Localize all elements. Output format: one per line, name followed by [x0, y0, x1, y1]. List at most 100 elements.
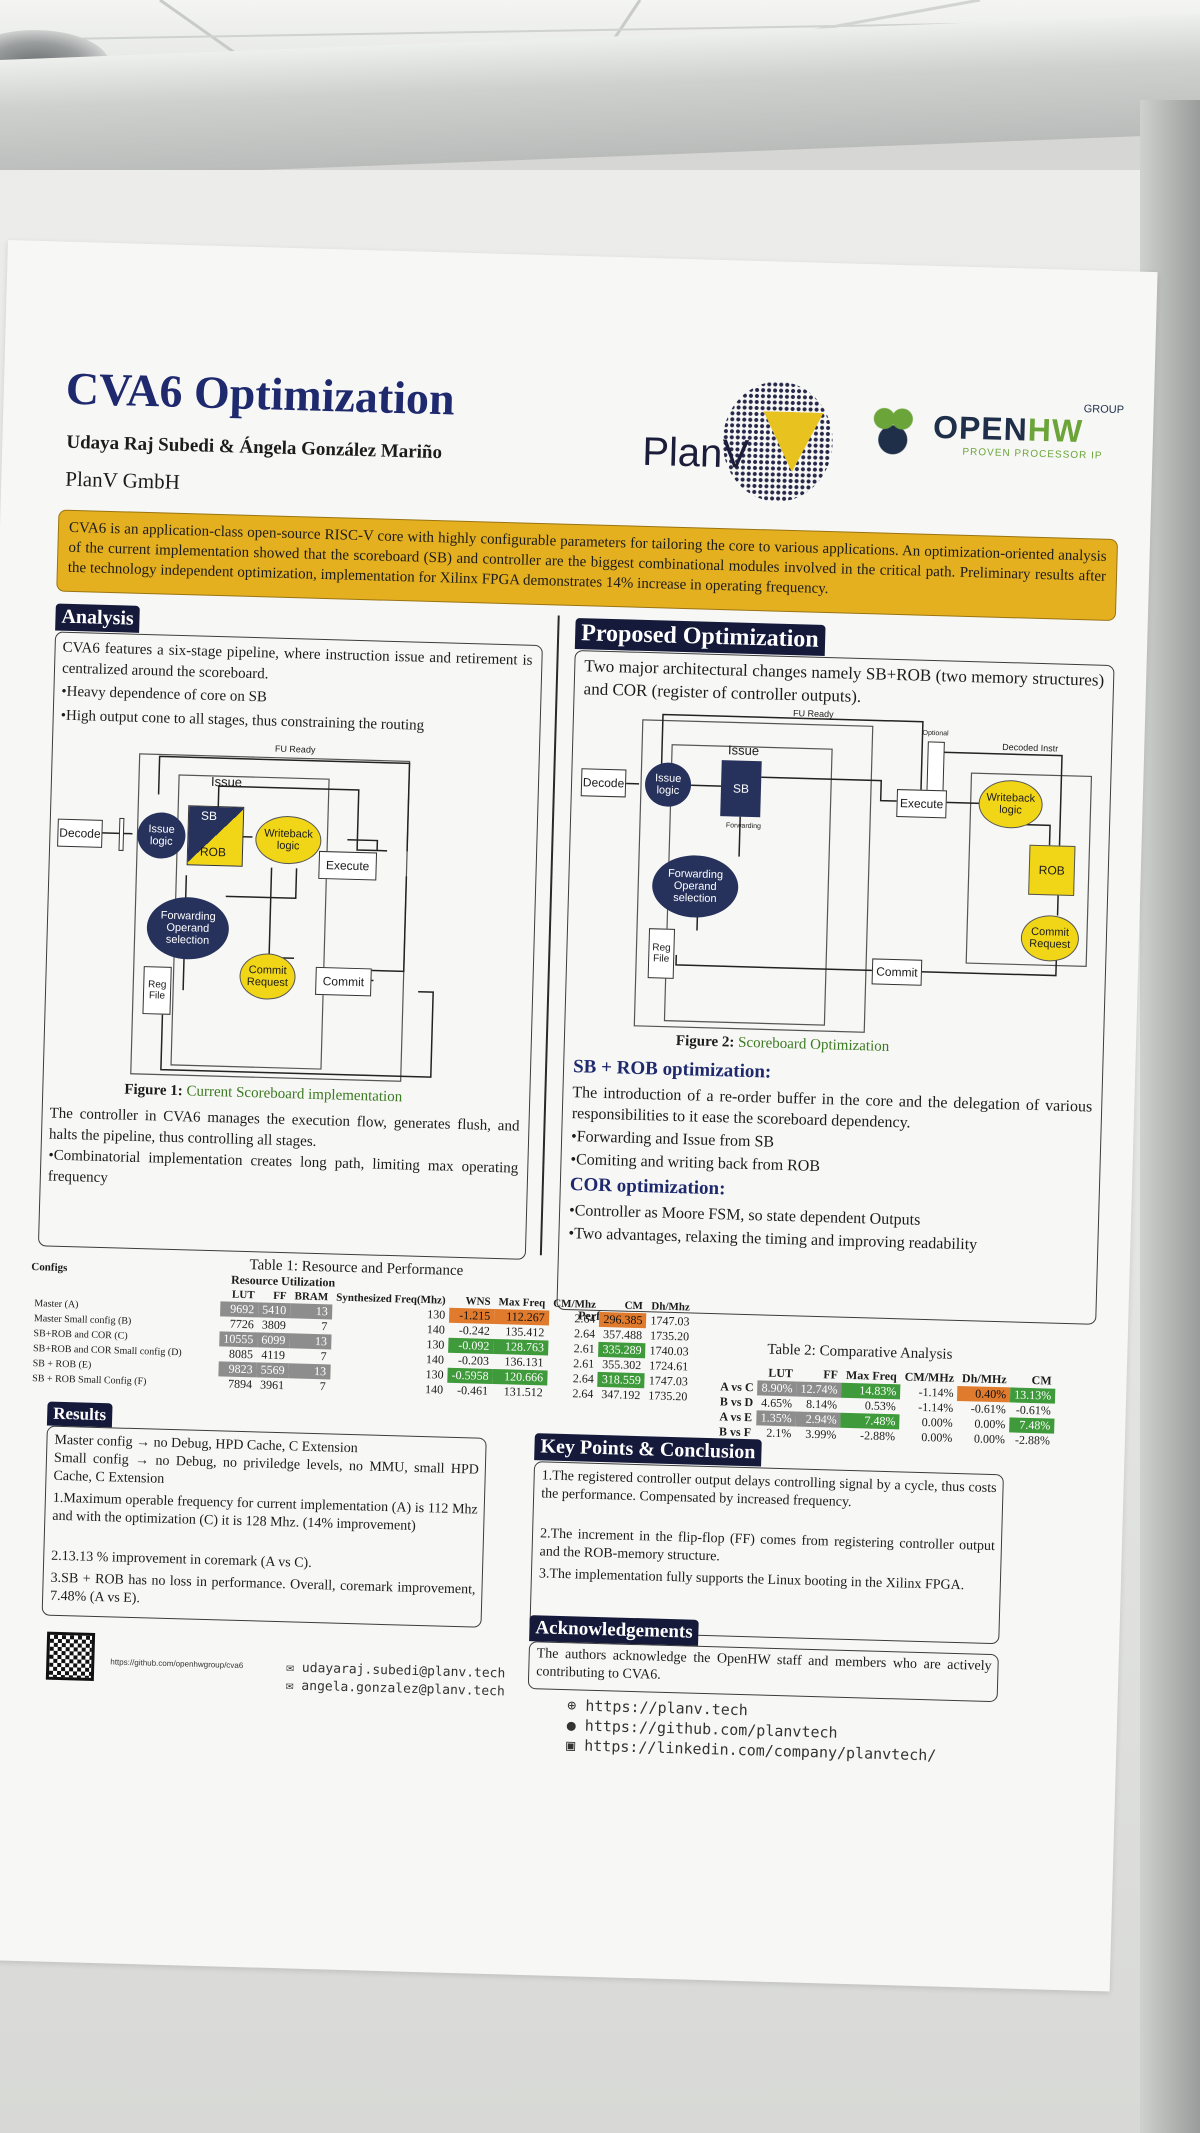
table-cell: 4.65% — [760, 1395, 793, 1411]
table-cell: 5410 — [258, 1302, 291, 1319]
table-cell: 5569 — [256, 1362, 289, 1379]
table-cell: 357.488 — [602, 1327, 643, 1343]
openhw-logo-word: OPENHW — [932, 408, 1084, 450]
openhw-logo-mark — [862, 396, 924, 459]
abstract-text: CVA6 is an application-class open-source… — [67, 519, 1107, 598]
table-cell: 6099 — [257, 1332, 290, 1349]
table-cell: 0.00% — [974, 1416, 1006, 1432]
repo-link[interactable]: https://github.com/openhwgroup/cva6 — [110, 1657, 244, 1671]
fig2-issue-label: Issue — [727, 742, 760, 759]
table-cell: -1.14% — [918, 1384, 954, 1400]
analysis-heading: Analysis — [55, 603, 141, 633]
table-cell: 335.289 — [598, 1341, 646, 1359]
table-cell: -0.242 — [458, 1323, 491, 1338]
table-cell: 0.53% — [864, 1398, 897, 1414]
poster: CVA6 Optimization Udaya Raj Subedi & Áng… — [0, 240, 1158, 1992]
table-cell: 2.61 — [573, 1356, 595, 1371]
table-cell: -0.461 — [456, 1382, 489, 1398]
table-cell: 120.666 — [492, 1368, 548, 1386]
table-cell: 2.64 — [574, 1311, 596, 1326]
table-cell: 7726 — [229, 1316, 255, 1332]
figure-1-wires — [102, 753, 434, 1082]
github-icon: ● — [566, 1716, 586, 1735]
table-cell: 0.00% — [973, 1431, 1006, 1447]
fig2-rob: ROB — [1028, 844, 1076, 897]
mail-icon: ✉ — [285, 1678, 302, 1694]
table-cell: 7894 — [227, 1376, 253, 1392]
table-cell: 8.90% — [757, 1380, 797, 1397]
table-cell: 2.61 — [573, 1341, 595, 1356]
table-cell: 3.99% — [805, 1426, 837, 1442]
table-cell: -1.215 — [449, 1307, 495, 1324]
figure-1: FU Ready Issue Decode Issue logic SB ROB… — [51, 732, 531, 1095]
planv-logo: PlanV — [641, 378, 835, 504]
fig2-decoded-instr: Decoded Instr — [1002, 741, 1059, 754]
table-cell: 135.412 — [505, 1324, 545, 1340]
table-cell: 1735.20 — [649, 1328, 690, 1344]
table-cell: 3809 — [261, 1317, 287, 1333]
table-cell: 13.13% — [1010, 1387, 1056, 1404]
table-1-header: FF — [273, 1289, 287, 1302]
linkedin-link[interactable]: ▣ https://linkedin.com/company/planvtech… — [565, 1736, 937, 1765]
table-cell: -0.092 — [448, 1337, 494, 1354]
table-1-header: WNS — [465, 1294, 491, 1308]
table-cell: 9823 — [218, 1361, 257, 1378]
fig2-reg-file: Reg File — [647, 928, 676, 979]
table-cell: 0.00% — [921, 1429, 953, 1445]
table-cell: 9692 — [220, 1301, 259, 1318]
fig2-execute: Execute — [896, 789, 947, 819]
table-cell: 1724.61 — [649, 1358, 689, 1374]
table-cell: -0.203 — [457, 1353, 490, 1368]
table-1-header: BRAM — [294, 1289, 329, 1303]
table-cell: 1735.20 — [648, 1388, 688, 1404]
globe-icon: ⊕ — [567, 1696, 586, 1715]
poster-title: CVA6 Optimization — [65, 362, 456, 425]
fig1-execute: Execute — [318, 850, 378, 881]
table-cell: 318.559 — [597, 1371, 646, 1389]
table-cell: -1.14% — [918, 1399, 954, 1415]
fig1-sb: SB — [200, 808, 218, 824]
table-cell: 1740.03 — [649, 1343, 689, 1359]
abstract-box: CVA6 is an application-class open-source… — [56, 509, 1119, 622]
table-cell: 7 — [319, 1379, 326, 1394]
web-link[interactable]: ⊕ https://planv.tech — [567, 1696, 749, 1720]
column-divider — [539, 615, 560, 1256]
row-label: A vs C — [720, 1379, 754, 1395]
table-cell: 0.40% — [957, 1385, 1011, 1403]
fig1-commit: Commit — [315, 966, 372, 997]
fig2-commit: Commit — [871, 958, 923, 986]
table-cell: 0.00% — [921, 1414, 953, 1430]
table-1-header: Max Freq — [498, 1295, 546, 1309]
table-cell: 7 — [320, 1349, 327, 1364]
table-cell: -0.61% — [970, 1401, 1007, 1417]
fig1-reg-file: Reg File — [142, 966, 172, 1015]
fig2-fu-ready: FU Ready — [792, 708, 834, 720]
table-cell: 13 — [288, 1363, 331, 1380]
table-cell: 112.267 — [494, 1308, 549, 1326]
table-cell: 128.763 — [493, 1338, 549, 1356]
fig2-decode: Decode — [580, 768, 627, 798]
table-cell: 140 — [424, 1382, 444, 1397]
table-cell: 2.94% — [795, 1411, 841, 1428]
table-cell: 136.131 — [504, 1354, 544, 1370]
table-cell: 131.512 — [503, 1384, 543, 1400]
openhw-logo-group: GROUP — [1083, 403, 1125, 417]
table-cell: 1747.03 — [650, 1313, 690, 1329]
table-cell: 7 — [321, 1319, 328, 1334]
table-1-header: CM — [624, 1299, 644, 1312]
table-1-configs-label: Configs — [31, 1261, 68, 1275]
table-1-header: LUT — [231, 1288, 255, 1301]
table-cell: 347.192 — [601, 1387, 641, 1403]
table-2-header: CM/MHz — [904, 1369, 955, 1385]
fig2-forwarding-label: Forwarding — [725, 822, 762, 831]
table-cell: 1.35% — [756, 1410, 796, 1427]
cor-heading: COR optimization: — [569, 1174, 726, 1200]
table-cell: 2.64 — [572, 1386, 594, 1401]
table-1-header: Dh/Mhz — [651, 1299, 691, 1313]
fig1-decode: Decode — [57, 818, 103, 848]
email-2[interactable]: ✉ angela.gonzalez@planv.tech — [285, 1678, 506, 1700]
